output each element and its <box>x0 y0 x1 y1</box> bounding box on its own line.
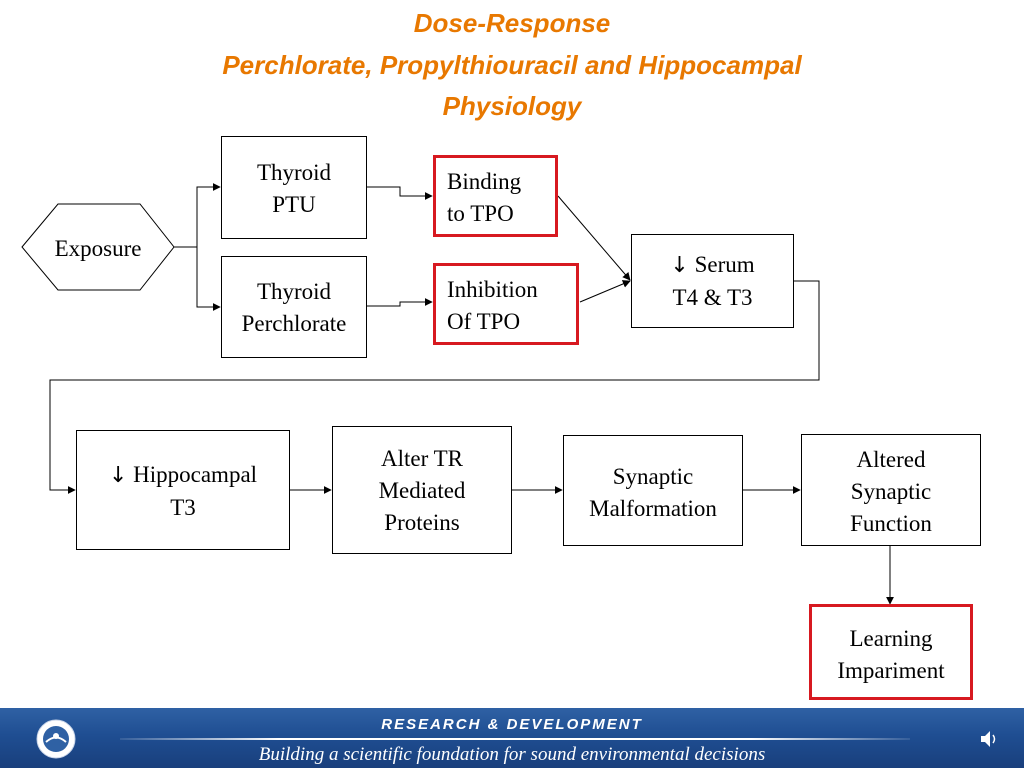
down-arrow-icon: ↓ <box>108 463 128 488</box>
synaptic-malformation-label: Synaptic Malformation <box>589 464 717 521</box>
connector-serum-hippocampal <box>49 280 820 494</box>
footer-banner: RESEARCH & DEVELOPMENT Building a scient… <box>0 708 1024 768</box>
thyroid-ptu-label: Thyroid PTU <box>256 160 332 217</box>
speaker-icon[interactable] <box>978 728 1000 750</box>
connector-perchlorate-inhibition <box>367 298 433 307</box>
exposure-label: Exposure <box>54 236 142 261</box>
connector-exposure-ptu <box>174 183 221 248</box>
footer-divider <box>120 738 910 740</box>
synaptic-malformation-box: Synaptic Malformation <box>563 435 743 546</box>
thyroid-perchlorate-label: Thyroid Perchlorate <box>241 279 347 336</box>
flow-connectors <box>21 183 894 605</box>
hippocampal-label: Hippocampal T3 <box>133 462 258 520</box>
connector-ptu-binding <box>367 186 433 200</box>
down-arrow-icon: ↓ <box>670 253 689 278</box>
thyroid-perchlorate-box: Thyroid Perchlorate <box>221 256 367 358</box>
connector-binding-serum <box>557 195 631 281</box>
altered-function-label: Altered Synaptic Function <box>850 447 932 536</box>
learning-label: Learning Impariment <box>837 626 945 683</box>
alter-tr-label: Alter TR Mediated Proteins <box>378 446 466 535</box>
binding-tpo-box: Binding to TPO <box>433 155 558 237</box>
epa-seal-icon <box>36 719 76 759</box>
alter-tr-box: Alter TR Mediated Proteins <box>332 426 512 554</box>
connector-exposure-perchlorate <box>196 247 221 311</box>
altered-function-box: Altered Synaptic Function <box>801 434 981 546</box>
inhibition-tpo-label: Inhibition Of TPO <box>447 277 538 334</box>
learning-box: Learning Impariment <box>809 604 973 700</box>
thyroid-ptu-box: Thyroid PTU <box>221 136 367 239</box>
footer-tagline: Building a scientific foundation for sou… <box>258 744 766 765</box>
title-line-2: Perchlorate, Propylthiouracil and Hippoc… <box>222 50 802 80</box>
title-line-3: Physiology <box>442 91 582 121</box>
title-line-1: Dose-Response <box>413 8 611 38</box>
serum-box: ↓ Serum T4 & T3 <box>631 234 794 328</box>
connector-inhibition-serum <box>579 280 631 303</box>
hippocampal-box: ↓ Hippocampal T3 <box>76 430 290 550</box>
serum-label: Serum T4 & T3 <box>672 252 755 310</box>
inhibition-tpo-box: Inhibition Of TPO <box>433 263 579 345</box>
binding-tpo-label: Binding to TPO <box>447 169 522 226</box>
footer-heading: RESEARCH & DEVELOPMENT <box>381 716 643 733</box>
